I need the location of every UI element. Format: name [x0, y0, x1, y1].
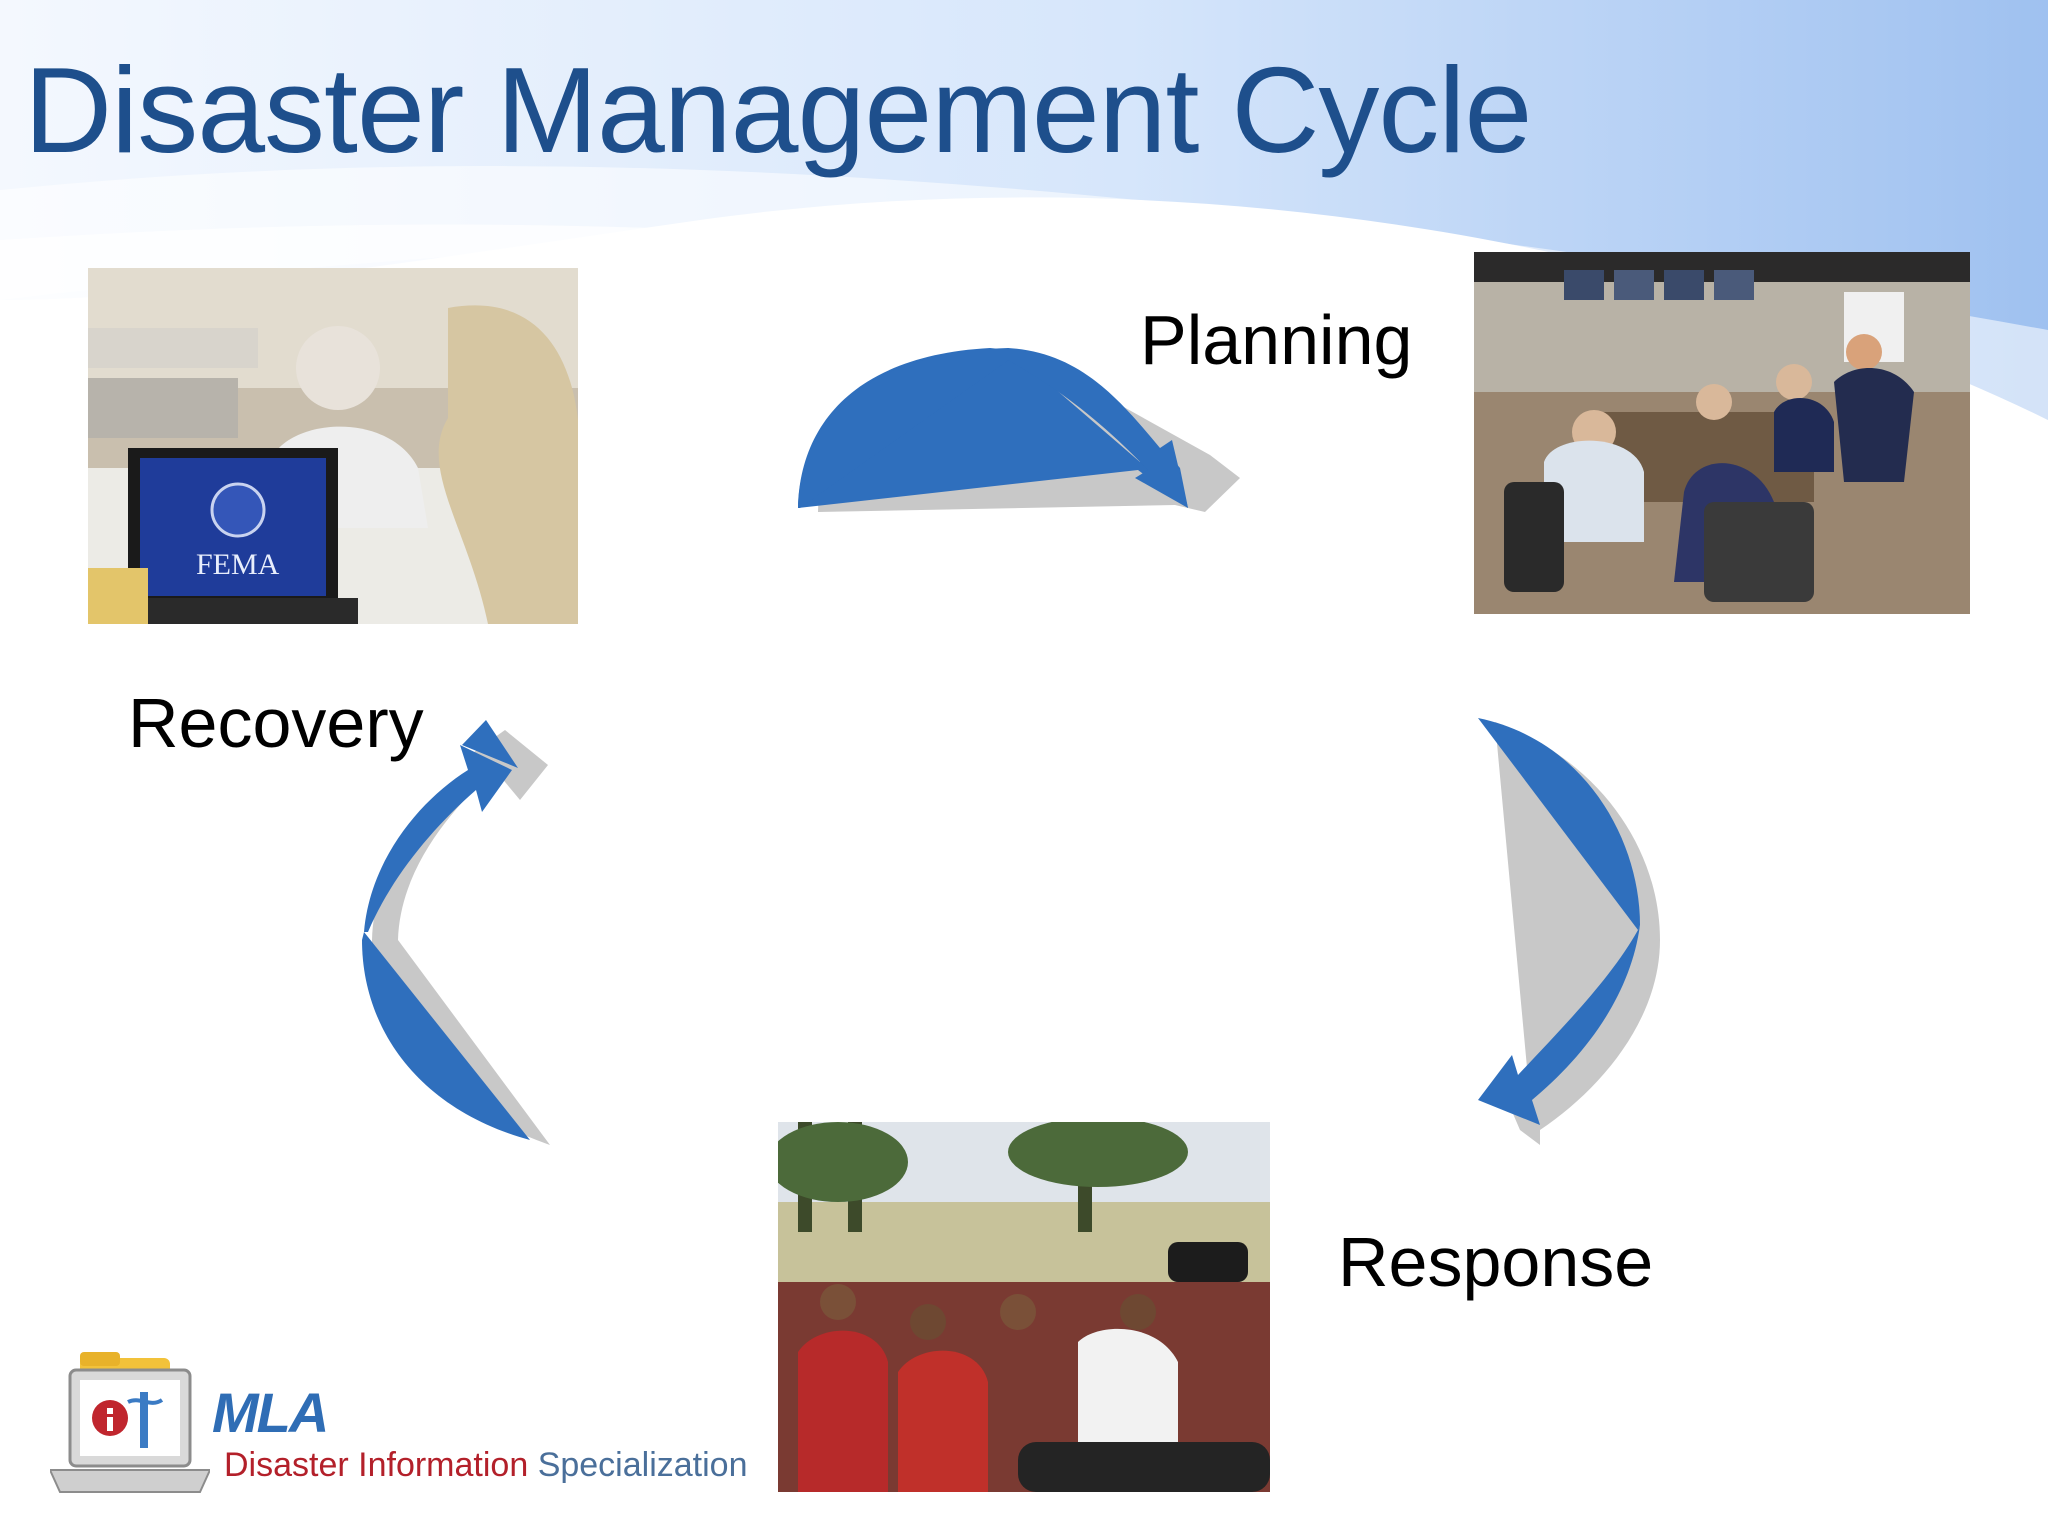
recovery-label: Recovery [128, 684, 424, 762]
cycle-arrow-icon [1478, 718, 1660, 1145]
mla-logo: MLA Disaster Information Specialization [50, 1352, 750, 1512]
logo-tagline-part1: Disaster Information [224, 1446, 529, 1484]
fema-screen-text: FEMA [196, 548, 280, 581]
laptop-folder-logo-icon [50, 1352, 210, 1493]
cycle-arrow-icon [362, 720, 550, 1145]
response-label: Response [1338, 1223, 1654, 1301]
response-photo [778, 1122, 1270, 1492]
logo-tagline-part2: Specialization [537, 1446, 748, 1484]
slide-title: Disaster Management Cycle [24, 42, 1532, 178]
logo-tagline: Disaster Information Specialization [224, 1446, 747, 1485]
logo-org-name: MLA [212, 1381, 329, 1444]
planning-photo [1474, 252, 1970, 614]
planning-label: Planning [1140, 301, 1413, 379]
recovery-photo: FEMA [88, 268, 578, 624]
cycle-arrow-icon [798, 348, 1240, 512]
